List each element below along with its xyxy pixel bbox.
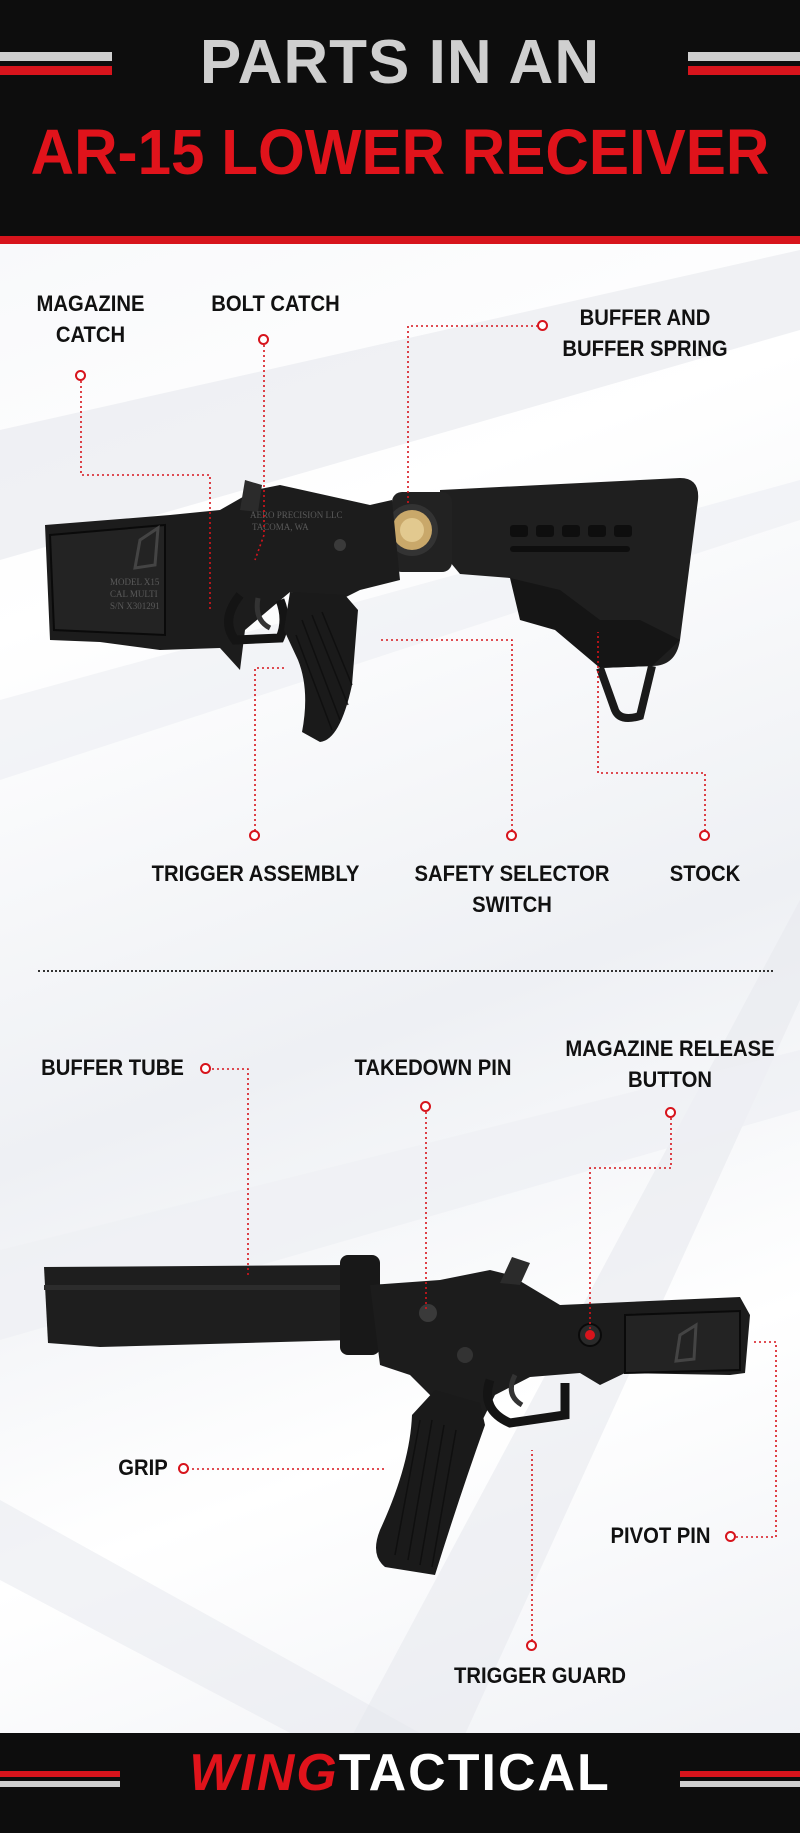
footer-rule-left-red (0, 1771, 120, 1777)
label-magazine-catch: MAGAZINE CATCH (36, 291, 145, 347)
label-pivot-pin: PIVOT PIN (610, 1523, 711, 1548)
label-buffer-tube: BUFFER TUBE (41, 1055, 184, 1080)
marker-takedown-pin (420, 1101, 431, 1112)
header-rule-right-red (688, 66, 800, 75)
marker-bolt-catch (258, 334, 269, 345)
engraving-maker-2: TACOMA, WA (252, 522, 309, 532)
lower-receiver-side-view: AERO PRECISION LLC TACOMA, WA MODEL X15 … (45, 478, 699, 742)
header-rule-left-red (0, 66, 112, 75)
footer-rule-left-gray (0, 1781, 120, 1787)
label-safety-selector-switch: SAFETY SELECTOR SWITCH (414, 861, 610, 917)
marker-trigger-guard (526, 1640, 537, 1651)
title-line-2: AR-15 LOWER RECEIVER (30, 116, 770, 188)
marker-safety-selector (506, 830, 517, 841)
marker-trigger-assembly (249, 830, 260, 841)
engraving-maker-1: AERO PRECISION LLC (250, 510, 343, 520)
marker-buffer-tube (200, 1063, 211, 1074)
section-divider (38, 970, 773, 972)
title-line-1: PARTS IN AN (199, 28, 601, 97)
marker-magazine-release (665, 1107, 676, 1118)
wing-tactical-logo[interactable]: WINGTACTICAL (0, 1738, 800, 1808)
engraving-caliber: CAL MULTI (110, 589, 158, 599)
label-stock: STOCK (669, 861, 741, 886)
engraving-model: MODEL X15 (110, 577, 160, 587)
marker-grip (178, 1463, 189, 1474)
footer-rule-right-red (680, 1771, 800, 1777)
header-rule-left-gray (0, 52, 112, 61)
label-magazine-release-button: MAGAZINE RELEASE BUTTON (565, 1036, 775, 1092)
label-takedown-pin: TAKEDOWN PIN (354, 1055, 512, 1080)
logo-wing: WING (189, 1744, 339, 1802)
label-trigger-guard: TRIGGER GUARD (453, 1663, 627, 1688)
marker-stock (699, 830, 710, 841)
footer-rule-right-gray (680, 1781, 800, 1787)
logo-tactical: TACTICAL (338, 1744, 611, 1802)
label-grip: GRIP (118, 1455, 168, 1480)
header-bottom-rule (0, 236, 800, 244)
marker-pivot-pin (725, 1531, 736, 1542)
footer-banner (0, 1733, 800, 1833)
label-buffer-and-buffer-spring: BUFFER AND BUFFER SPRING (562, 305, 728, 361)
label-bolt-catch: BOLT CATCH (211, 291, 340, 316)
engraving-serial: S/N X301291 (110, 601, 160, 611)
label-trigger-assembly: TRIGGER ASSEMBLY (151, 861, 360, 886)
header-banner: PARTS IN AN AR-15 LOWER RECEIVER (0, 0, 800, 240)
header-rule-right-gray (688, 52, 800, 61)
marker-buffer (537, 320, 548, 331)
marker-magazine-catch (75, 370, 86, 381)
